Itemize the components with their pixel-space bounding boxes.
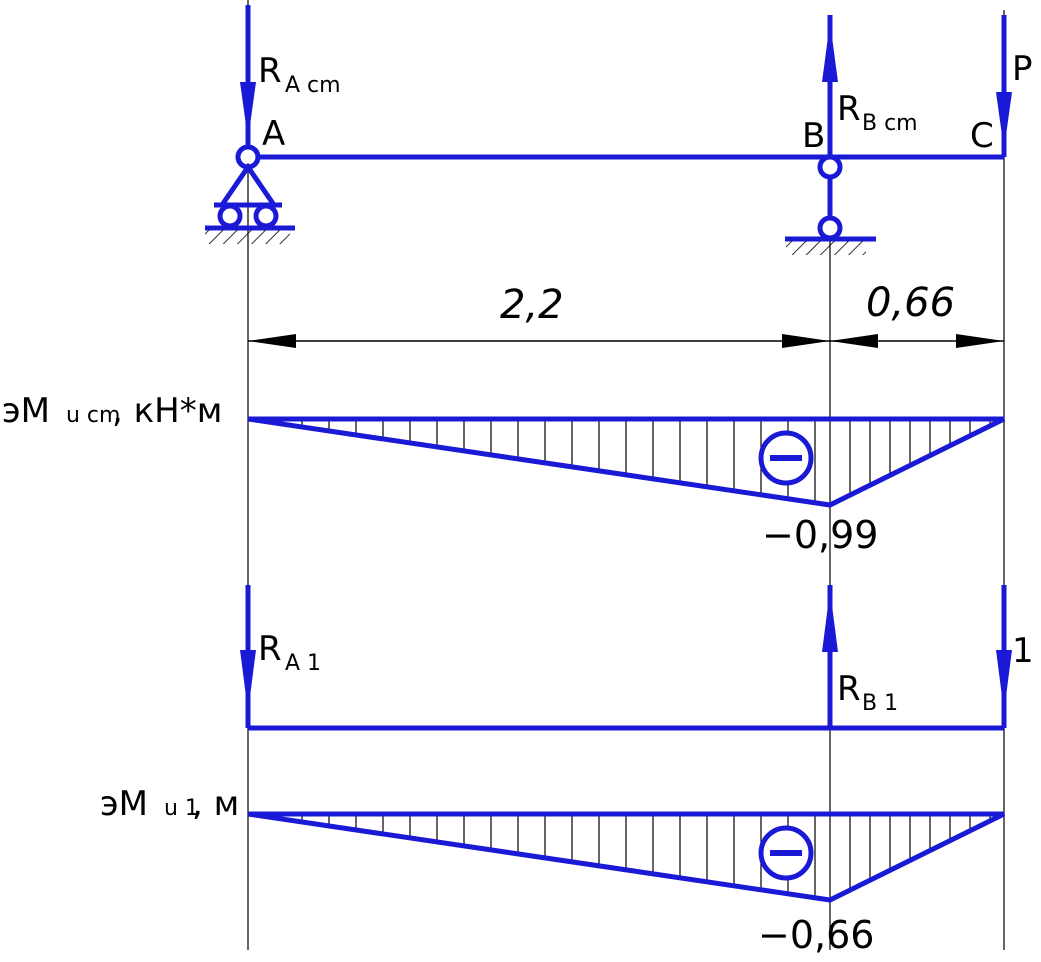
moment-unit-peak: −0,66 bbox=[758, 913, 874, 957]
moment-unit-unit: , м bbox=[192, 784, 239, 824]
reaction-a-subscript: A cm bbox=[285, 73, 341, 98]
support-b bbox=[785, 154, 876, 255]
reaction-b-arrow bbox=[822, 15, 838, 157]
moment-static-diagram bbox=[247, 416, 1006, 508]
unit-reaction-b-subscript: B 1 bbox=[862, 691, 898, 716]
moment-static-unit: , кН*м bbox=[112, 391, 222, 431]
reaction-b-label: R bbox=[837, 89, 861, 129]
dimension-ab-label: 2,2 bbox=[500, 282, 564, 328]
point-a-label: A bbox=[262, 114, 285, 154]
dimension-bc-label: 0,66 bbox=[866, 280, 955, 326]
unit-load-label: 1 bbox=[1012, 631, 1034, 671]
unit-reaction-b-arrow bbox=[822, 585, 838, 728]
reaction-b-subscript: B cm bbox=[862, 111, 918, 136]
minus-sign-icon bbox=[758, 430, 814, 486]
unit-beam bbox=[240, 585, 1012, 731]
unit-reaction-b-label: R bbox=[837, 669, 861, 709]
beam-scheme: R A cm A R B cm B bbox=[205, 5, 1033, 255]
moment-static-subscript: u cm bbox=[66, 403, 120, 428]
moment-unit-subscript: u 1 bbox=[164, 796, 199, 821]
moment-unit-diagram bbox=[247, 811, 1006, 903]
reaction-a-label: R bbox=[258, 51, 282, 91]
reaction-a-arrow bbox=[240, 5, 256, 145]
moment-unit-label: эM bbox=[100, 784, 148, 824]
unit-load-arrow bbox=[996, 585, 1012, 728]
minus-sign-icon bbox=[758, 825, 814, 881]
support-a bbox=[205, 144, 295, 244]
moment-static-peak: −0,99 bbox=[762, 513, 878, 557]
moment-static-label: эM bbox=[2, 391, 50, 431]
dimension-lines bbox=[248, 334, 1004, 348]
unit-reaction-a-subscript: A 1 bbox=[285, 651, 321, 676]
unit-reaction-a-arrow bbox=[240, 585, 256, 728]
load-p-label: P bbox=[1012, 49, 1033, 89]
point-c-label: C bbox=[970, 116, 994, 156]
unit-reaction-a-label: R bbox=[258, 629, 282, 669]
point-b-label: B bbox=[802, 116, 825, 156]
load-p-arrow bbox=[996, 15, 1012, 157]
